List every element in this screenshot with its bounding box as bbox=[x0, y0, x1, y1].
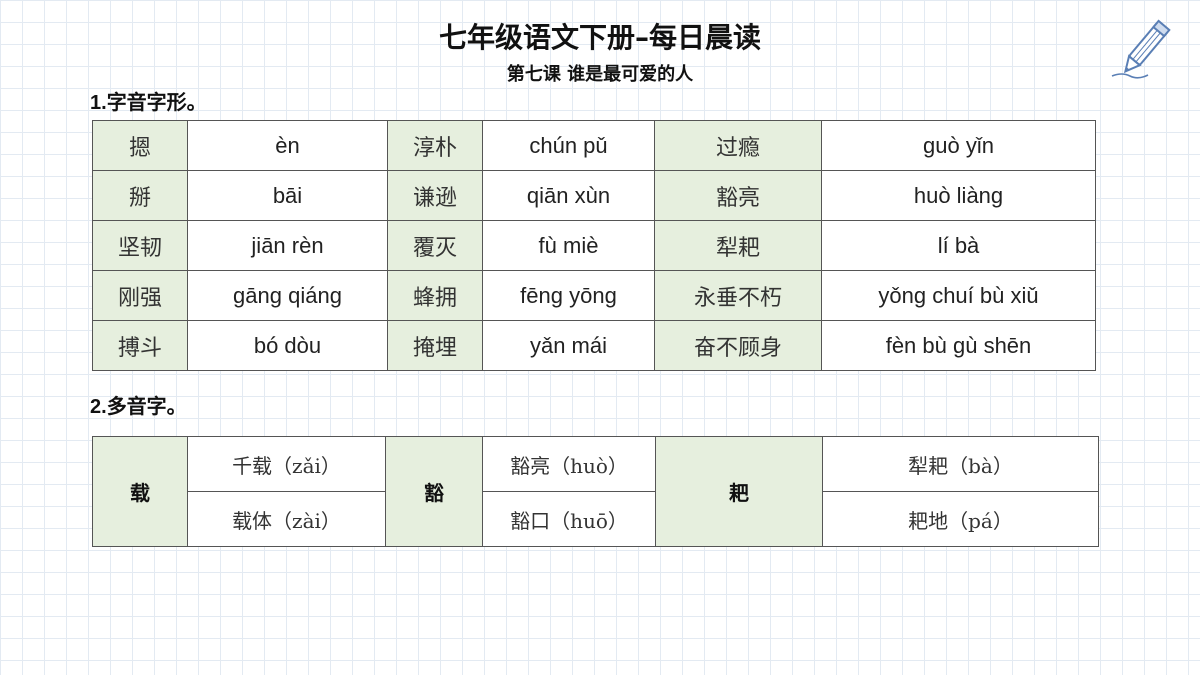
polyphone-item: 豁口（huō） bbox=[482, 491, 656, 547]
section-1-title: 字音字形。 bbox=[106, 90, 207, 114]
word-cell: 豁亮 bbox=[654, 170, 822, 221]
polyphone-item: 载体（zài） bbox=[187, 491, 386, 547]
section-2-heading: 2.多音字。 bbox=[90, 390, 187, 419]
pinyin-cell: lí bà bbox=[821, 220, 1096, 271]
pinyin-cell: huò liàng bbox=[821, 170, 1096, 221]
word-cell: 奋不顾身 bbox=[654, 320, 822, 371]
word-cell: 过瘾 bbox=[654, 120, 822, 171]
word-cell: 搏斗 bbox=[92, 320, 188, 371]
table-row: 坚韧 jiān rèn 覆灭 fù miè 犁耙 lí bà bbox=[92, 220, 1096, 271]
pinyin-cell: guò yǐn bbox=[821, 120, 1096, 171]
table-row: 掰 bāi 谦逊 qiān xùn 豁亮 huò liàng bbox=[92, 170, 1096, 221]
pinyin-cell: bāi bbox=[187, 170, 388, 221]
polyphone-item: 千载（zǎi） bbox=[187, 436, 386, 492]
polyphone-char: 豁 bbox=[385, 436, 483, 547]
lesson-subtitle: 第七课 谁是最可爱的人 bbox=[506, 64, 694, 85]
pinyin-cell: qiān xùn bbox=[482, 170, 655, 221]
pinyin-cell: fù miè bbox=[482, 220, 655, 271]
pinyin-cell: èn bbox=[187, 120, 388, 171]
word-cell: 淳朴 bbox=[387, 120, 483, 171]
pronunciation-table: 摁 èn 淳朴 chún pǔ 过瘾 guò yǐn 掰 bāi 谦逊 qiān… bbox=[92, 120, 1096, 371]
pinyin-cell: jiān rèn bbox=[187, 220, 388, 271]
page-title: 七年级语文下册–每日晨读 bbox=[438, 21, 761, 54]
section-2-title: 多音字。 bbox=[106, 394, 187, 418]
word-cell: 摁 bbox=[92, 120, 188, 171]
table-row: 摁 èn 淳朴 chún pǔ 过瘾 guò yǐn bbox=[92, 120, 1096, 171]
pinyin-cell: yǒng chuí bù xiǔ bbox=[821, 270, 1096, 321]
section-2-number: 2. bbox=[90, 396, 107, 418]
pinyin-cell: gāng qiáng bbox=[187, 270, 388, 321]
word-cell: 掩埋 bbox=[387, 320, 483, 371]
word-cell: 谦逊 bbox=[387, 170, 483, 221]
table-row: 载体（zài） 豁口（huō） 耙地（pá） bbox=[93, 491, 1099, 547]
word-cell: 蜂拥 bbox=[387, 270, 483, 321]
pinyin-cell: bó dòu bbox=[187, 320, 388, 371]
word-cell: 覆灭 bbox=[387, 220, 483, 271]
table-row: 搏斗 bó dòu 掩埋 yǎn mái 奋不顾身 fèn bù gù shēn bbox=[92, 320, 1096, 371]
pinyin-cell: fēng yōng bbox=[482, 270, 655, 321]
word-cell: 刚强 bbox=[92, 270, 188, 321]
polyphone-char: 载 bbox=[92, 436, 188, 547]
polyphone-char: 耙 bbox=[655, 436, 823, 547]
table-row: 刚强 gāng qiáng 蜂拥 fēng yōng 永垂不朽 yǒng chu… bbox=[92, 270, 1096, 321]
pinyin-cell: chún pǔ bbox=[482, 120, 655, 171]
section-1-heading: 1.字音字形。 bbox=[90, 86, 207, 115]
table-row: 载 千载（zǎi） 豁 豁亮（huò） 耙 犁耙（bà） bbox=[92, 436, 1099, 547]
pencil-icon bbox=[1111, 19, 1171, 79]
polyphone-item: 犁耙（bà） bbox=[822, 436, 1099, 492]
word-cell: 犁耙 bbox=[654, 220, 822, 271]
word-cell: 掰 bbox=[92, 170, 188, 221]
polyphone-table: 载 千载（zǎi） 豁 豁亮（huò） 耙 犁耙（bà） 载体（zài） 豁口（… bbox=[92, 436, 1099, 547]
pinyin-cell: fèn bù gù shēn bbox=[821, 320, 1096, 371]
polyphone-item: 耙地（pá） bbox=[822, 491, 1099, 547]
section-1-number: 1. bbox=[90, 92, 107, 114]
word-cell: 永垂不朽 bbox=[654, 270, 822, 321]
polyphone-item: 豁亮（huò） bbox=[482, 436, 656, 492]
word-cell: 坚韧 bbox=[92, 220, 188, 271]
pinyin-cell: yǎn mái bbox=[482, 320, 655, 371]
